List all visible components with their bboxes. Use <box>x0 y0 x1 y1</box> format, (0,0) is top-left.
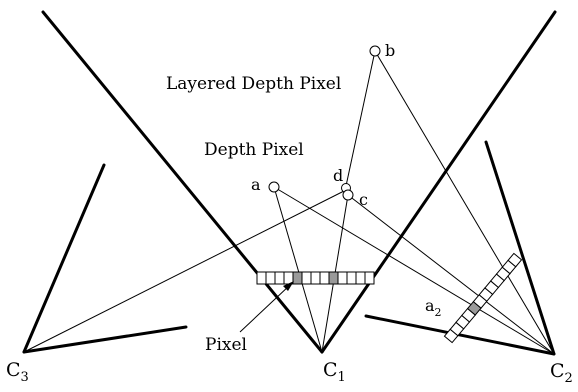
pixel-cell <box>301 271 312 285</box>
pixel-cell <box>355 271 366 285</box>
pixel-cell <box>310 271 321 285</box>
camera-c1-frustum <box>41 10 557 354</box>
camera-c2-base: C <box>550 360 565 382</box>
pixel-cell-highlighted <box>292 271 303 285</box>
camera-c1-label: C1 <box>323 359 346 385</box>
camera-c2-upper-edge <box>484 140 556 356</box>
pixel-cell <box>256 271 267 285</box>
camera-c1-subscript: 1 <box>338 370 346 385</box>
layered-depth-pixel-label: Layered Depth Pixel <box>166 74 341 94</box>
camera-c3-lower-edge <box>22 325 188 354</box>
camera-c3-frustum <box>22 163 188 354</box>
point-a2-base: a <box>425 296 435 315</box>
c2-pixel-strip <box>443 252 523 344</box>
camera-c1-left-edge <box>41 10 324 354</box>
ray-c-c2 <box>347 194 555 355</box>
point-d-label: d <box>333 166 343 185</box>
point-c-label: c <box>359 190 368 209</box>
ray-a-c2 <box>273 186 555 355</box>
c1-pixel-strip <box>256 271 375 285</box>
pixel-pointer-arrow <box>239 281 294 333</box>
ray-c1-a <box>273 186 323 353</box>
ray-d-b <box>345 50 376 187</box>
camera-c1-right-edge <box>320 10 557 354</box>
sample-points <box>268 45 381 201</box>
pixel-cell <box>364 271 375 285</box>
point-b-label: b <box>385 41 395 60</box>
labels: Layered Depth Pixel Depth Pixel Pixel a … <box>6 41 573 386</box>
depth-pixel-label: Depth Pixel <box>204 140 304 160</box>
pixel-cell <box>319 271 330 285</box>
point-a-marker <box>268 181 280 193</box>
pixel-cell <box>337 271 348 285</box>
pixel-cell <box>274 271 285 285</box>
point-b-marker <box>369 45 381 57</box>
pixel-cell <box>346 271 357 285</box>
camera-c2-subscript: 2 <box>565 371 573 386</box>
pixel-cell <box>265 271 276 285</box>
rays <box>23 50 555 355</box>
camera-c3-label: C3 <box>6 359 29 385</box>
camera-c2-frustum <box>364 140 556 356</box>
camera-c2-lower-edge <box>364 314 556 356</box>
point-a2-subscript: 2 <box>435 306 442 319</box>
camera-c3-base: C <box>6 359 21 381</box>
point-c-marker <box>342 189 354 201</box>
camera-c3-upper-edge <box>22 163 106 354</box>
point-a-label: a <box>251 175 261 194</box>
pixel-label: Pixel <box>205 335 247 355</box>
ray-b-c2 <box>374 50 555 355</box>
pixel-cell-highlighted <box>328 271 339 285</box>
camera-c1-base: C <box>323 359 338 381</box>
camera-c2-label: C2 <box>550 360 573 386</box>
camera-c3-subscript: 3 <box>21 370 29 385</box>
point-a2-label: a2 <box>425 296 442 319</box>
ray-c3-d <box>23 189 347 353</box>
pixel-cell <box>507 252 523 268</box>
